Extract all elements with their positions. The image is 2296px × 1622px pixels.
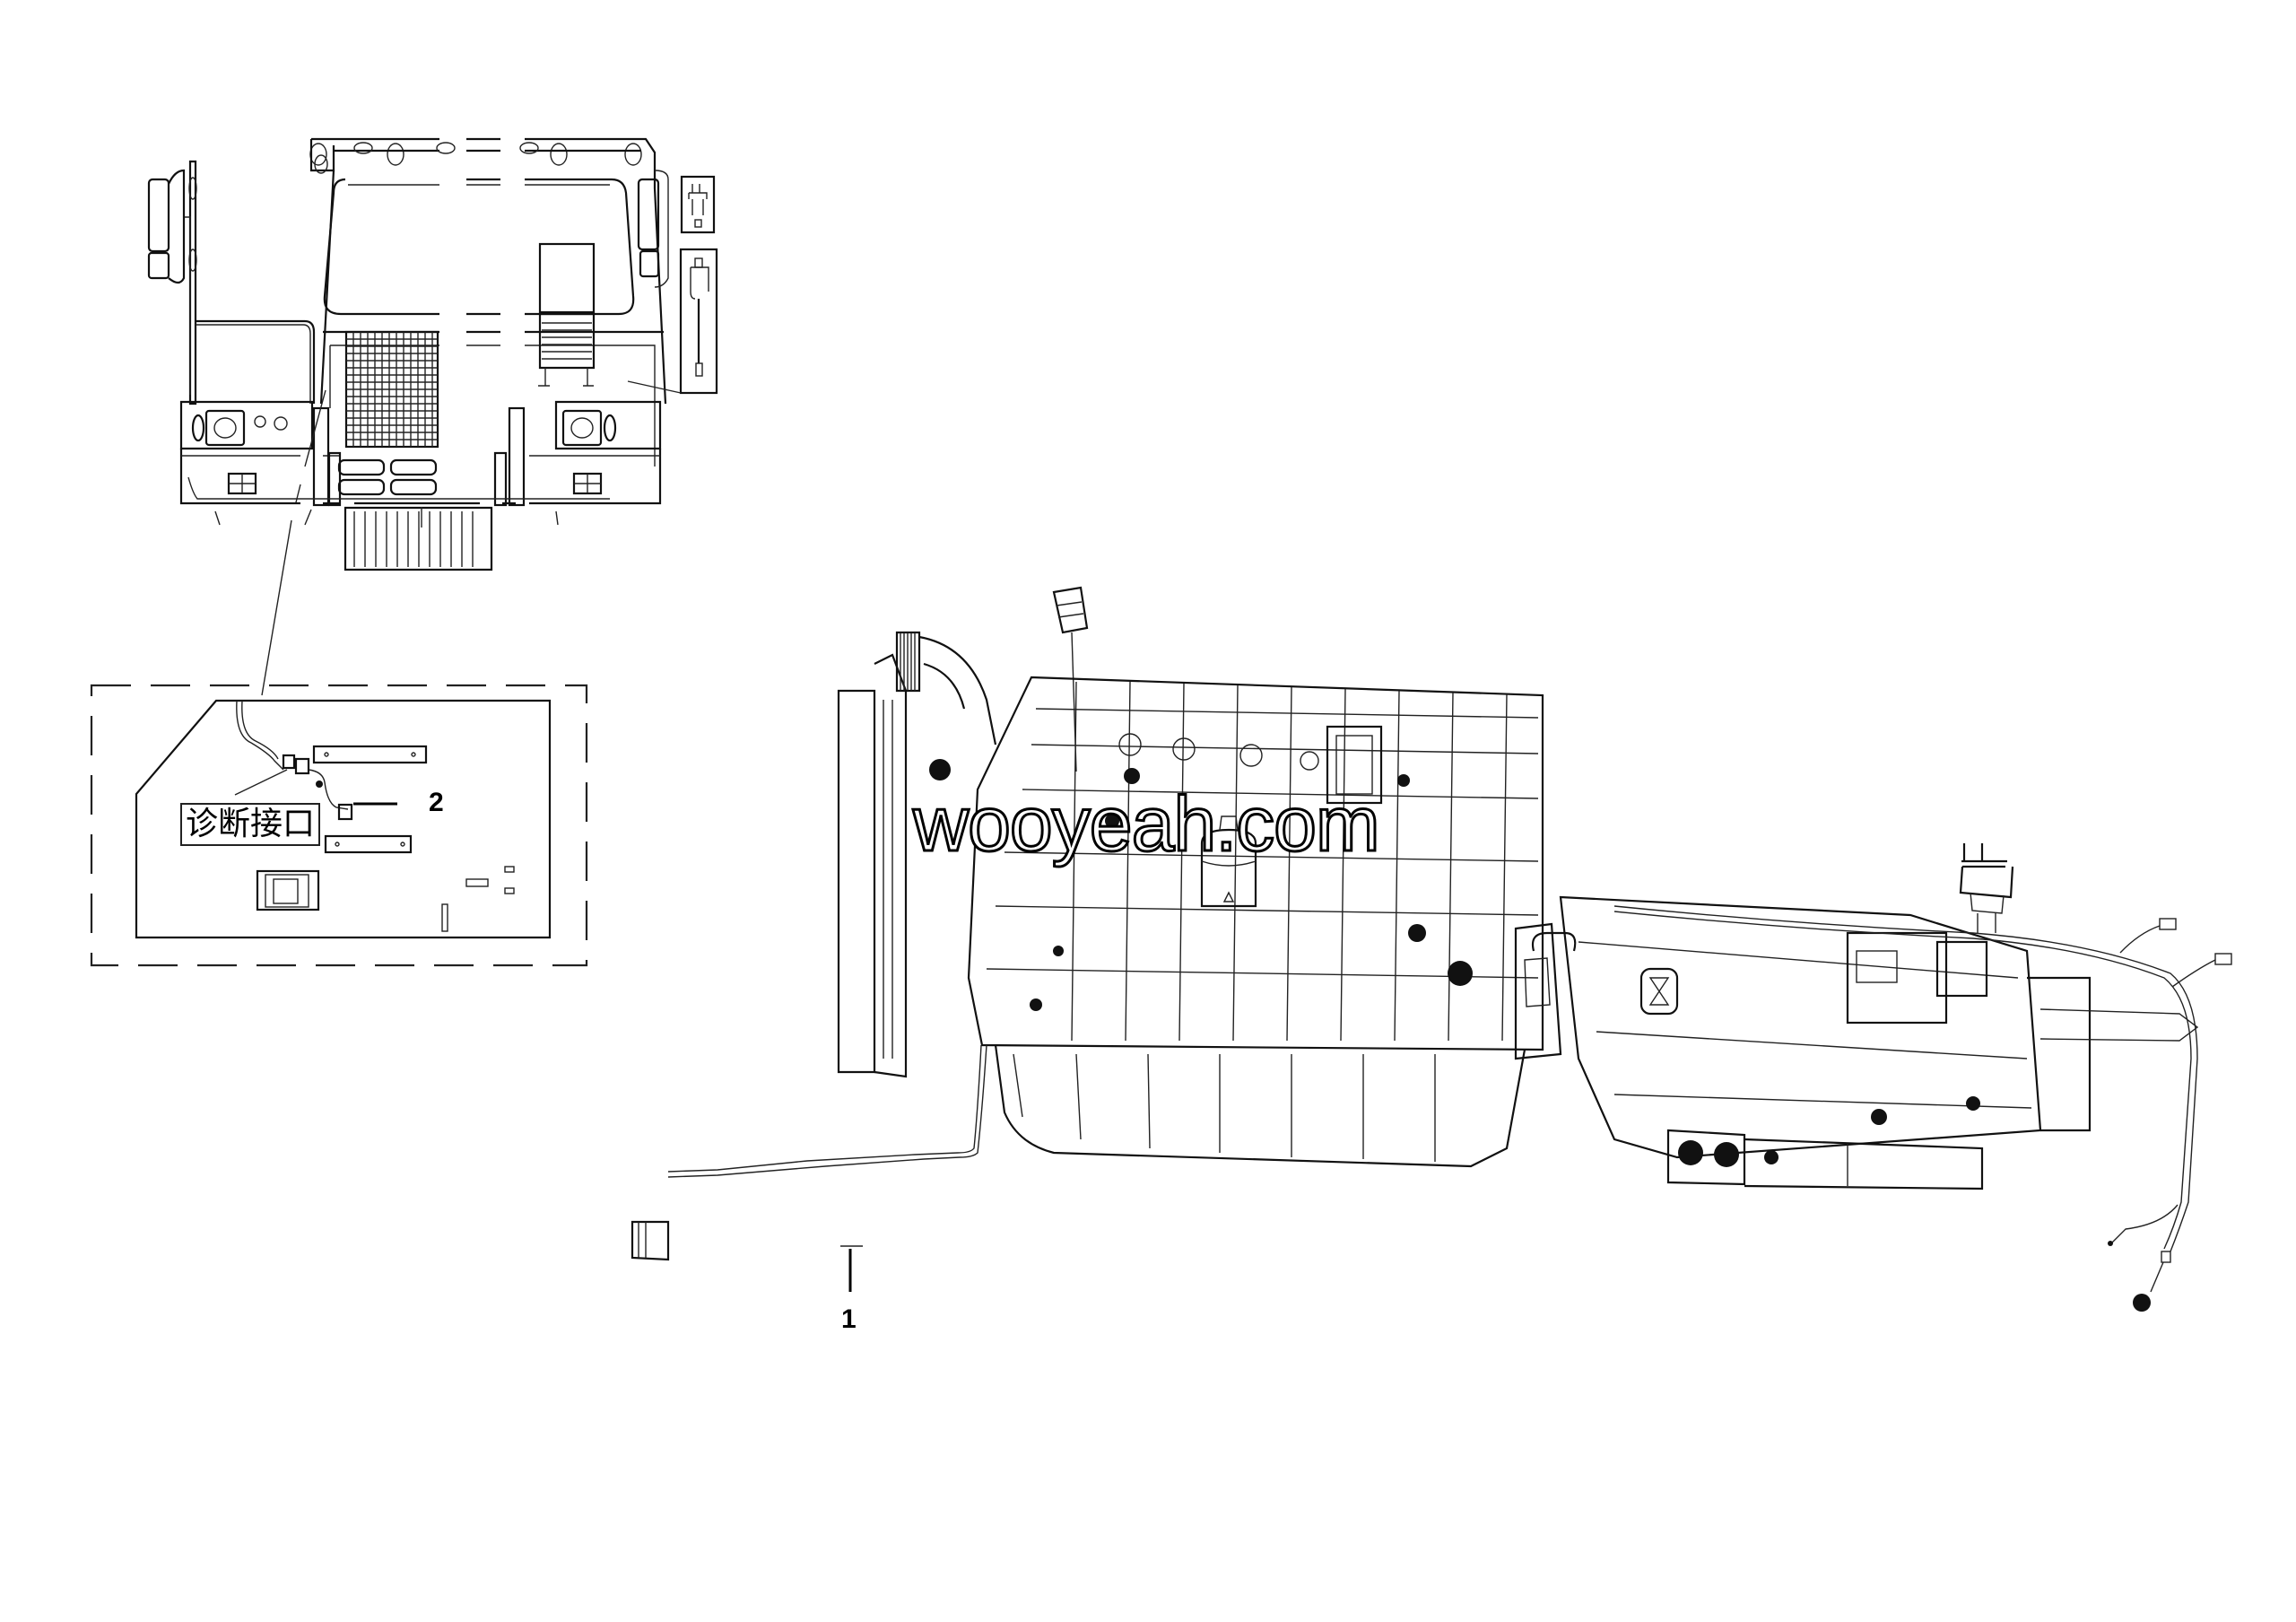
diagnostic-interface-label: 诊断接口 xyxy=(180,803,321,846)
callout-1[interactable]: 1 xyxy=(841,1304,857,1334)
watermark: wooyeah.com xyxy=(912,780,1382,869)
callout-2[interactable]: 2 xyxy=(429,788,444,817)
detail-inset xyxy=(90,684,588,967)
cab-front-view xyxy=(147,137,718,696)
engine-assembly xyxy=(631,586,2232,1312)
